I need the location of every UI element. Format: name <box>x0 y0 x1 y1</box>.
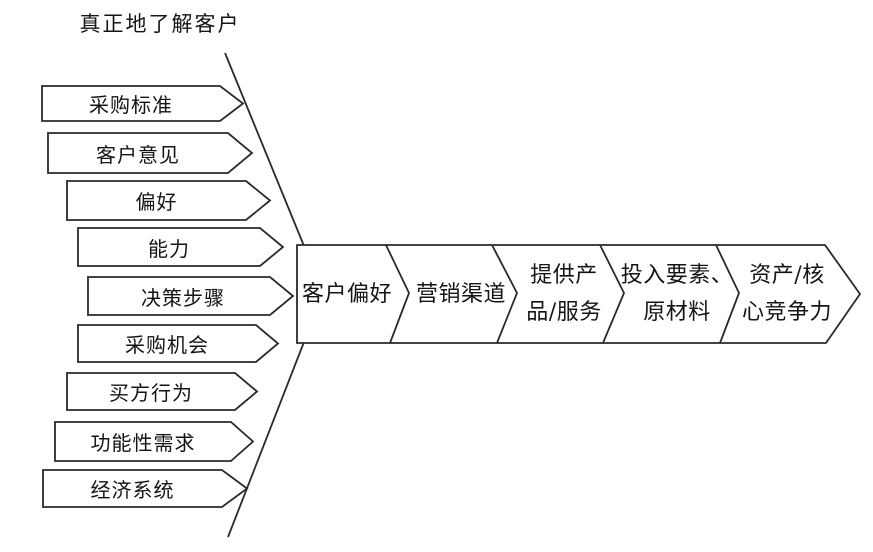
chain-segment-label: 营销渠道 <box>415 281 506 307</box>
value-chain-outline <box>296 244 862 344</box>
left-arrow-shape <box>66 372 259 411</box>
left-arrow-label: 偏好 <box>135 190 178 214</box>
left-arrow-label: 能力 <box>148 236 190 261</box>
chain-segment-label: 客户偏好 <box>301 281 392 307</box>
value-chain-divider <box>491 244 518 344</box>
left-arrow-shape <box>54 421 255 462</box>
left-arrow-shape <box>42 469 249 508</box>
left-arrow-shape <box>87 276 295 316</box>
left-arrow-shape <box>66 180 272 221</box>
left-arrow-label: 采购标准 <box>89 93 173 117</box>
left-arrow-label: 功能性需求 <box>90 431 196 455</box>
left-arrow-label: 客户意见 <box>96 142 180 167</box>
value-chain-divider <box>385 244 410 344</box>
left-arrow-label: 决策步骤 <box>141 285 225 310</box>
left-arrow-shape <box>47 132 254 174</box>
chain-segment-label: 投入要素、 原材料 <box>620 263 734 325</box>
left-arrow-shape <box>41 85 245 122</box>
funnel-bottom-line <box>227 341 305 538</box>
funnel-top-line <box>224 52 305 247</box>
left-arrow-label: 经济系统 <box>90 478 175 502</box>
value-chain-divider <box>715 244 740 344</box>
left-arrow-label: 采购机会 <box>125 333 209 357</box>
left-arrow-label: 买方行为 <box>109 381 193 405</box>
value-chain-divider <box>599 244 625 344</box>
left-arrow-shape <box>77 227 285 267</box>
chain-segment-label: 提供产 品/服务 <box>526 263 602 325</box>
left-arrow-shape <box>77 324 280 363</box>
diagram-title: 真正地了解客户 <box>79 12 241 36</box>
chain-segment-label: 资产/核 心竞争力 <box>741 263 832 325</box>
